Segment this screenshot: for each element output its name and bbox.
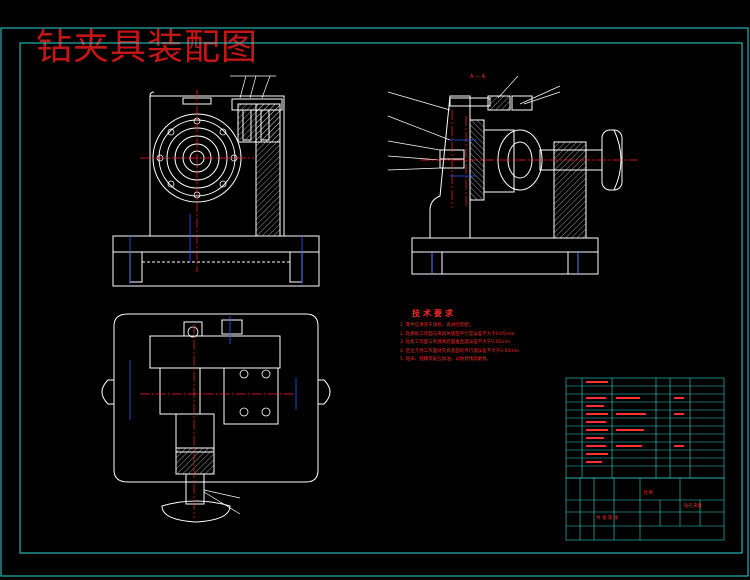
- section-view: [387, 75, 640, 275]
- tech-requirement-item: 2. 钻模板工作面与夹具体底面平行度误差不大于0.05mm: [400, 331, 515, 337]
- tech-requirement-item: 3. 钻套工作面与夹具体底面垂直度误差不大于0.05mm: [400, 340, 511, 346]
- top-view: [101, 313, 331, 523]
- title-block-material-label: 比例: [644, 491, 653, 496]
- title-block: [565, 477, 725, 541]
- tech-requirements-list: 1. 零件应清洗干净后，再进行装配。 2. 钻模板工作面与夹具体底面平行度误差不…: [400, 322, 580, 365]
- title-block-drawing-name: 钻孔夹具: [684, 504, 702, 509]
- tech-requirement-item: 1. 零件应清洗干净后，再进行装配。: [400, 323, 474, 328]
- parts-list-entries: [586, 381, 684, 463]
- tech-requirement-item: 5. 钻床、钻模等处应加油，以防锈蚀及磨损。: [400, 357, 492, 363]
- front-view: [112, 75, 320, 287]
- parts-list: [565, 377, 725, 479]
- tech-requirement-item: 4. 定位元件工作面对夹具底面的平行度误差不大于0.05mm: [400, 348, 520, 354]
- tech-requirements-heading: 技术要求: [412, 309, 456, 318]
- drawing-title: 钻夹具装配图: [36, 27, 259, 68]
- title-block-sheet-label: 共 张 第 张: [596, 516, 619, 521]
- drawing-frame: [0, 27, 749, 577]
- section-label: A — A: [470, 74, 486, 80]
